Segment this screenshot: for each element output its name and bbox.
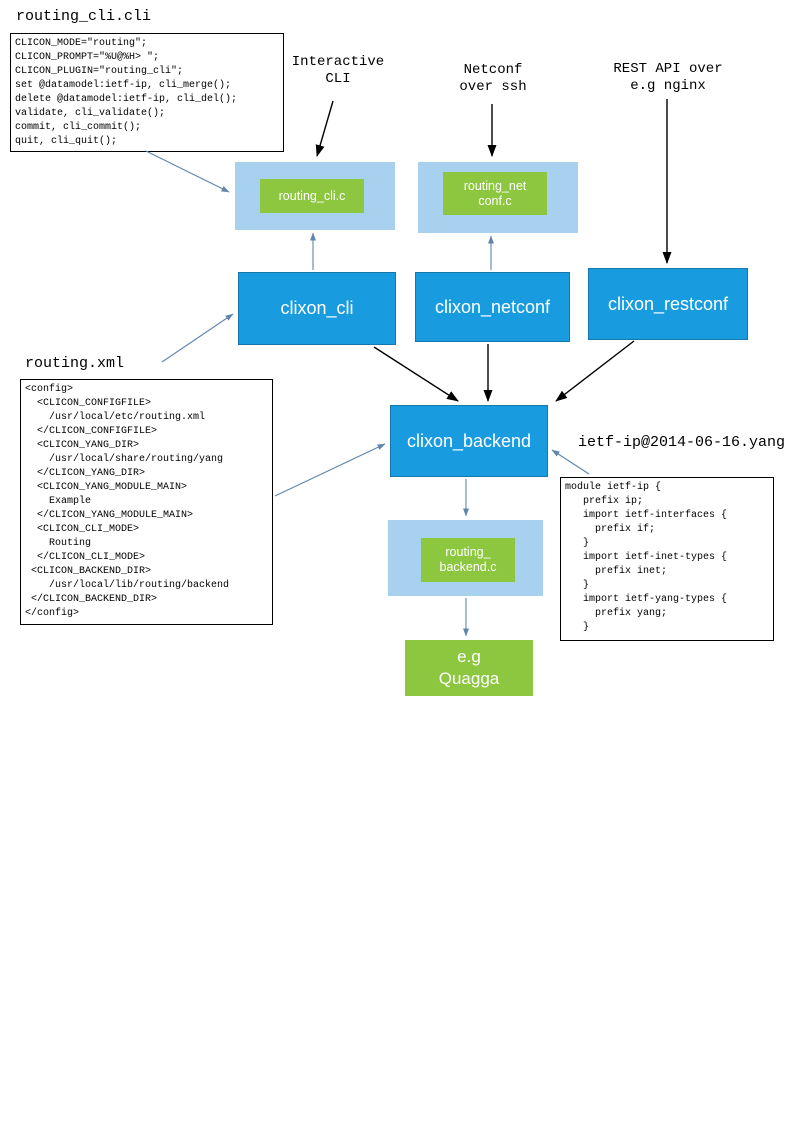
quagga-node: e.g Quagga <box>405 640 533 696</box>
arrow-cli-code-to-plugin <box>145 150 230 193</box>
ietf-yang-file-label: ietf-ip@2014-06-16.yang <box>578 434 786 451</box>
routing-netconf-plugin-container: routing_net conf.c <box>418 162 578 233</box>
interactive-cli-label: Interactive CLI <box>291 54 385 87</box>
arrow-interactive-cli-to-plugin <box>315 100 334 157</box>
arrow-restconf-to-backend <box>555 340 635 402</box>
rest-api-label: REST API over e.g nginx <box>613 61 723 94</box>
clixon-backend-node: clixon_backend <box>390 405 548 477</box>
routing-backend-plugin-container: routing_ backend.c <box>388 520 543 596</box>
clixon-restconf-node: clixon_restconf <box>588 268 748 340</box>
clixon-netconf-node: clixon_netconf <box>415 272 570 342</box>
routing-cli-code-box: CLICON_MODE="routing"; CLICON_PROMPT="%U… <box>10 33 284 152</box>
routing-cli-file-label: routing_cli.cli <box>16 8 152 25</box>
arrow-routing-xml-to-backend <box>274 443 386 497</box>
routing-cli-plugin-container: routing_cli.c <box>235 162 395 230</box>
routing-xml-code-box: <config> <CLICON_CONFIGFILE> /usr/local/… <box>20 379 273 625</box>
clixon-cli-node: clixon_cli <box>238 272 396 345</box>
netconf-over-ssh-label: Netconf over ssh <box>459 62 527 95</box>
arrow-yang-to-backend <box>551 449 590 475</box>
routing-cli-plugin-node: routing_cli.c <box>260 179 364 213</box>
arrow-routing-xml-to-cli <box>161 313 234 363</box>
routing-backend-plugin-node: routing_ backend.c <box>421 538 515 582</box>
routing-xml-file-label: routing.xml <box>25 355 125 372</box>
routing-netconf-plugin-node: routing_net conf.c <box>443 172 547 215</box>
ietf-yang-code-box: module ietf-ip { prefix ip; import ietf-… <box>560 477 774 641</box>
arrow-cli-to-backend <box>373 346 459 402</box>
